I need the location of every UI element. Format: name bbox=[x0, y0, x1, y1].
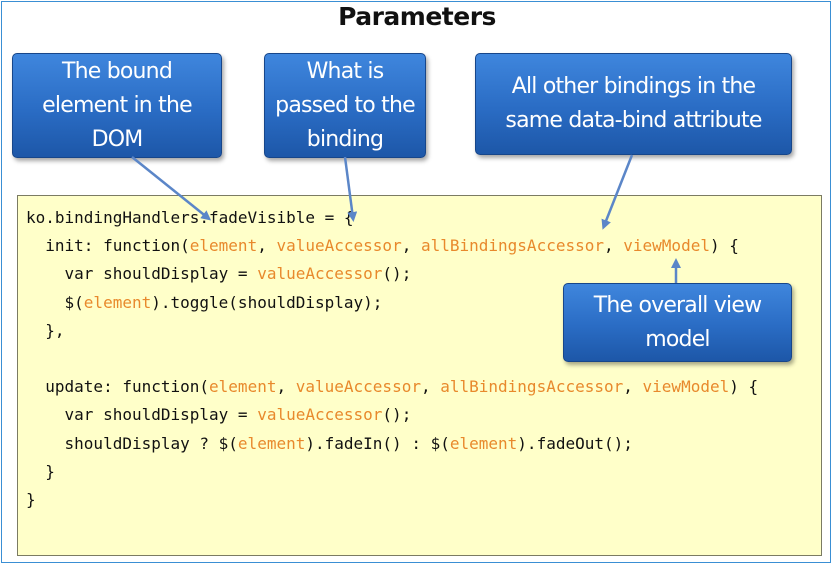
callout-view-model: The overall view model bbox=[563, 283, 792, 362]
code-param: valueAccessor bbox=[295, 377, 421, 397]
code-text: var shouldDisplay = bbox=[26, 405, 258, 425]
code-text: (); bbox=[382, 264, 412, 284]
code-line: var shouldDisplay = valueAccessor(); bbox=[26, 401, 758, 429]
code-text: ).fadeIn() : $( bbox=[305, 433, 450, 453]
code-param: valueAccessor bbox=[257, 264, 383, 284]
code-param: element bbox=[237, 433, 306, 453]
code-text: } bbox=[26, 461, 55, 481]
code-lines: ko.bindingHandlers.fadeVisible = { init:… bbox=[26, 204, 758, 514]
code-param: viewModel bbox=[642, 377, 730, 397]
code-line: }, bbox=[26, 317, 758, 345]
code-param: element bbox=[209, 377, 277, 397]
code-text: shouldDisplay ? $( bbox=[26, 433, 238, 453]
code-text: , bbox=[401, 236, 421, 256]
code-text: }, bbox=[26, 320, 65, 340]
code-text: ko.bindingHandlers.fadeVisible = { bbox=[26, 208, 354, 227]
code-text: ) { bbox=[709, 236, 739, 256]
callout-bound-element: The bound element in the DOM bbox=[12, 53, 222, 158]
code-text: (); bbox=[382, 405, 412, 425]
code-text: } bbox=[26, 489, 36, 509]
code-text: $( bbox=[26, 292, 84, 312]
code-param: element bbox=[449, 433, 518, 453]
code-param: allBindingsAccessor bbox=[440, 377, 624, 397]
code-line: update: function(element, valueAccessor,… bbox=[26, 373, 758, 401]
code-line: } bbox=[26, 458, 758, 486]
code-text: , bbox=[276, 377, 296, 397]
code-line: } bbox=[26, 486, 758, 514]
code-param: allBindingsAccessor bbox=[420, 236, 604, 256]
code-param: valueAccessor bbox=[257, 405, 383, 425]
code-block: ko.bindingHandlers.fadeVisible = { init:… bbox=[17, 195, 822, 556]
callout-other-bindings: All other bindings in the same data-bind… bbox=[475, 53, 792, 155]
code-text: , bbox=[604, 236, 624, 256]
code-text: init: function( bbox=[26, 236, 190, 256]
callout-value-passed: What is passed to the binding bbox=[264, 53, 426, 158]
code-line: shouldDisplay ? $(element).fadeIn() : $(… bbox=[26, 430, 758, 458]
code-param: valueAccessor bbox=[276, 236, 402, 256]
code-param: element bbox=[83, 292, 152, 312]
code-text: var shouldDisplay = bbox=[26, 264, 258, 284]
code-line: ko.bindingHandlers.fadeVisible = { bbox=[26, 204, 758, 232]
slide-title: Parameters bbox=[338, 2, 496, 31]
code-text: , bbox=[257, 236, 277, 256]
code-text: ).fadeOut(); bbox=[517, 433, 633, 453]
code-text: , bbox=[623, 377, 643, 397]
code-line: init: function(element, valueAccessor, a… bbox=[26, 232, 758, 260]
code-param: viewModel bbox=[623, 236, 710, 256]
code-text: ).toggle(shouldDisplay); bbox=[151, 292, 383, 312]
code-text: update: function( bbox=[26, 377, 210, 397]
code-line: $(element).toggle(shouldDisplay); bbox=[26, 289, 758, 317]
code-line: var shouldDisplay = valueAccessor(); bbox=[26, 260, 758, 288]
code-text: ) { bbox=[729, 377, 759, 397]
code-param: element bbox=[189, 236, 258, 256]
code-text: , bbox=[420, 377, 441, 397]
